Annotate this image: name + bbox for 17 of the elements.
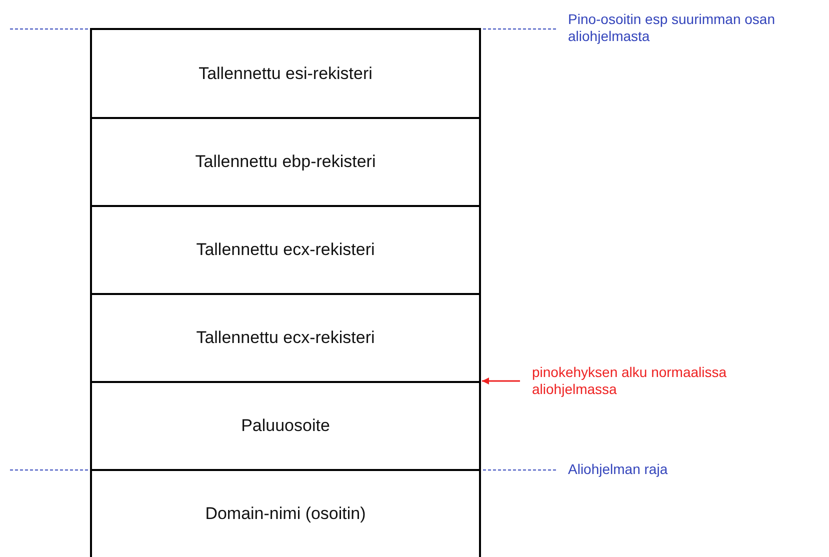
annotation-text: Aliohjelman raja: [568, 461, 669, 478]
cell-label: Domain-nimi (osoitin): [205, 504, 366, 524]
annotation-text: pinokehyksen alku normaalissa aliohjelmassa: [532, 364, 728, 398]
cell-label: Tallennettu ecx-rekisteri: [196, 240, 375, 260]
cell-label: Tallennettu ebp-rekisteri: [195, 152, 376, 172]
cell-label: Tallennettu ecx-rekisteri: [196, 328, 375, 348]
cell-label: Tallennettu esi-rekisteri: [198, 64, 372, 84]
annotation-text: Pino-osoitin esp suurimman osan aliohjelmasta: [568, 11, 776, 45]
cell-label: Paluuosoite: [241, 416, 330, 436]
stack-cell: [90, 28, 481, 119]
arrow: [482, 378, 520, 384]
stack-cell: [90, 205, 481, 295]
stack-cell: [90, 293, 481, 383]
stack-cell: [90, 381, 481, 471]
leader-line: [482, 28, 556, 30]
stack-cell: [90, 117, 481, 207]
stack-cell: [90, 469, 481, 557]
